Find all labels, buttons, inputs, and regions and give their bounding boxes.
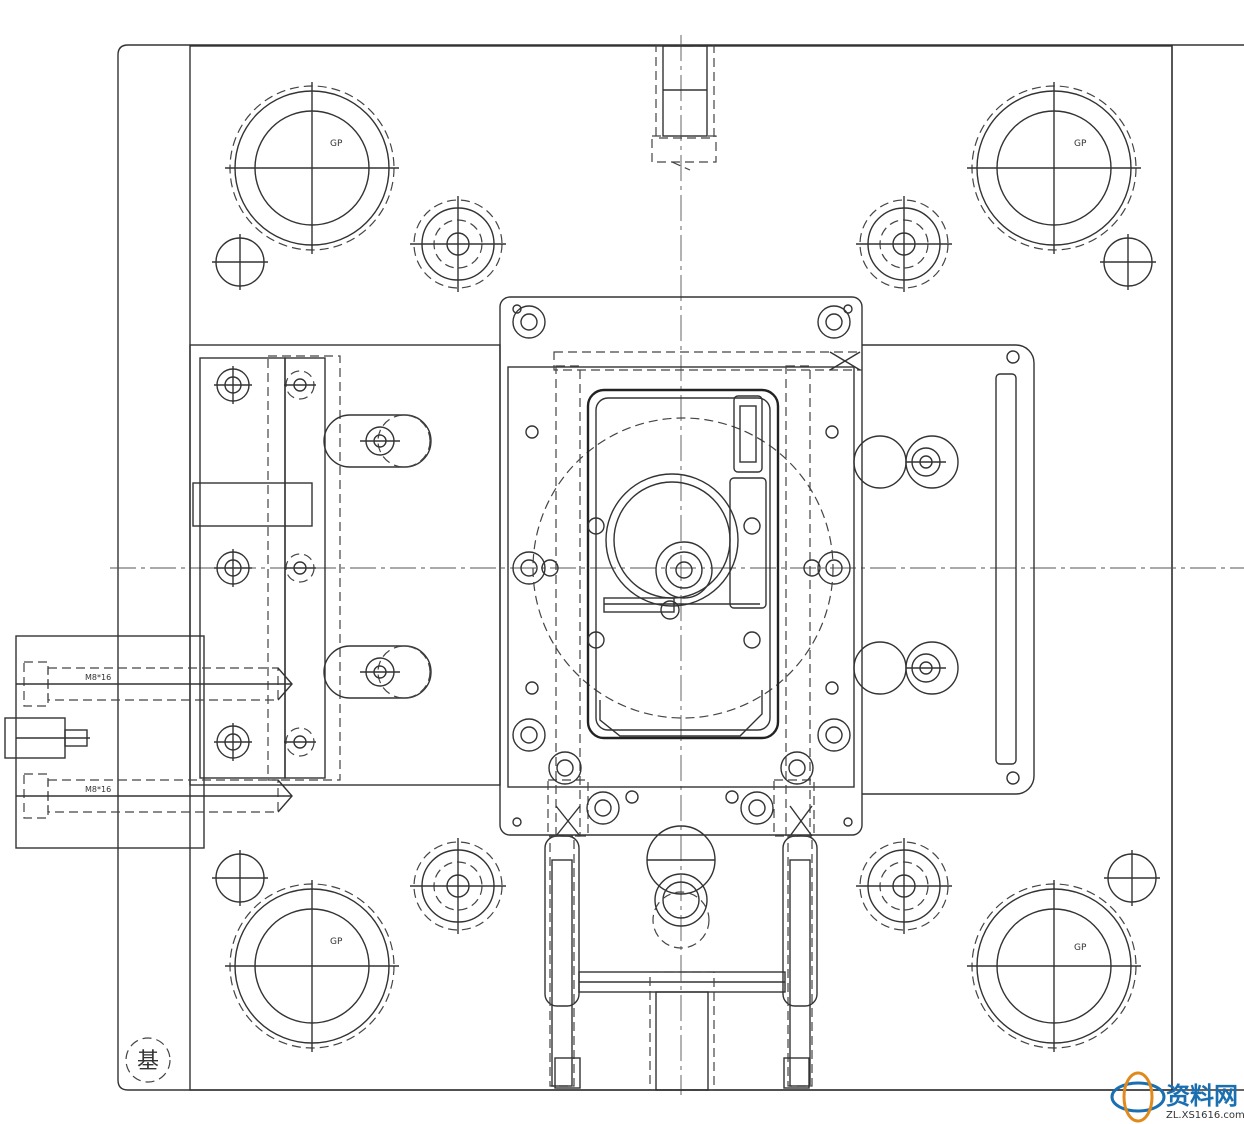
support-pillar [856, 838, 952, 934]
insert-screw [817, 551, 851, 585]
datum-mark: 基 [125, 1037, 171, 1083]
insert-screw [586, 791, 620, 825]
slider-screw [214, 723, 252, 761]
bolt-spec-label: M8*16 [85, 785, 111, 794]
insert-screw [817, 305, 851, 339]
locating-marks [212, 234, 1160, 906]
support-pillar [410, 838, 506, 934]
cylinder-assembly: M8*16 M8*16 [4, 635, 293, 849]
bolt: M8*16 [16, 661, 293, 707]
support-pillar [410, 196, 506, 292]
left-slider [189, 344, 501, 786]
slot-pocket [323, 414, 432, 468]
watermark: 资料网 ZL.XS1616.com [1110, 1071, 1244, 1123]
insert-screw [548, 751, 582, 785]
sprue-bushing [651, 45, 717, 171]
locating-mark [1100, 234, 1156, 290]
slot-pocket [853, 641, 959, 695]
datum-mark-label: 基 [137, 1049, 159, 1074]
right-side-components [853, 344, 1035, 795]
watermark-brand: 资料网 [1166, 1082, 1238, 1110]
slider-screw [284, 553, 316, 583]
guide-pin-label: GP [1074, 943, 1087, 953]
slider-screw [284, 370, 316, 400]
insert-screw [780, 751, 814, 785]
guide-pin-label: GP [330, 937, 343, 947]
slider-screw [214, 366, 252, 404]
support-pillar [856, 196, 952, 292]
slot-pocket [853, 435, 959, 489]
insert-screw [512, 305, 546, 339]
part-cavity [586, 388, 780, 740]
watermark-url: ZL.XS1616.com [1166, 1110, 1244, 1121]
slider-screw [284, 727, 316, 757]
clamp-plate-outline [117, 44, 1244, 1091]
slider-screw [214, 549, 252, 587]
ejector-guides [544, 825, 818, 1091]
guide-pin-top-left: GP [225, 82, 399, 254]
sprue-puller [646, 825, 716, 949]
support-pillars [410, 196, 952, 934]
bolt: M8*16 [16, 773, 293, 819]
bolt-spec-label: M8*16 [85, 673, 111, 682]
guide-pin-label: GP [1074, 139, 1087, 149]
slot-pocket [323, 645, 432, 699]
locating-mark [1104, 850, 1160, 906]
guide-pin-bottom-right: GP [967, 880, 1141, 1052]
insert-screw [817, 718, 851, 752]
locating-mark [212, 234, 268, 290]
locating-mark [212, 850, 268, 906]
watermark-logo-icon [1110, 1071, 1166, 1123]
guide-pin-bottom-left: GP [225, 880, 399, 1052]
guide-pin-top-right: GP [967, 82, 1141, 254]
insert-screw [740, 791, 774, 825]
insert-screw [512, 551, 546, 585]
insert-screw [512, 718, 546, 752]
guide-pin-label: GP [330, 139, 343, 149]
